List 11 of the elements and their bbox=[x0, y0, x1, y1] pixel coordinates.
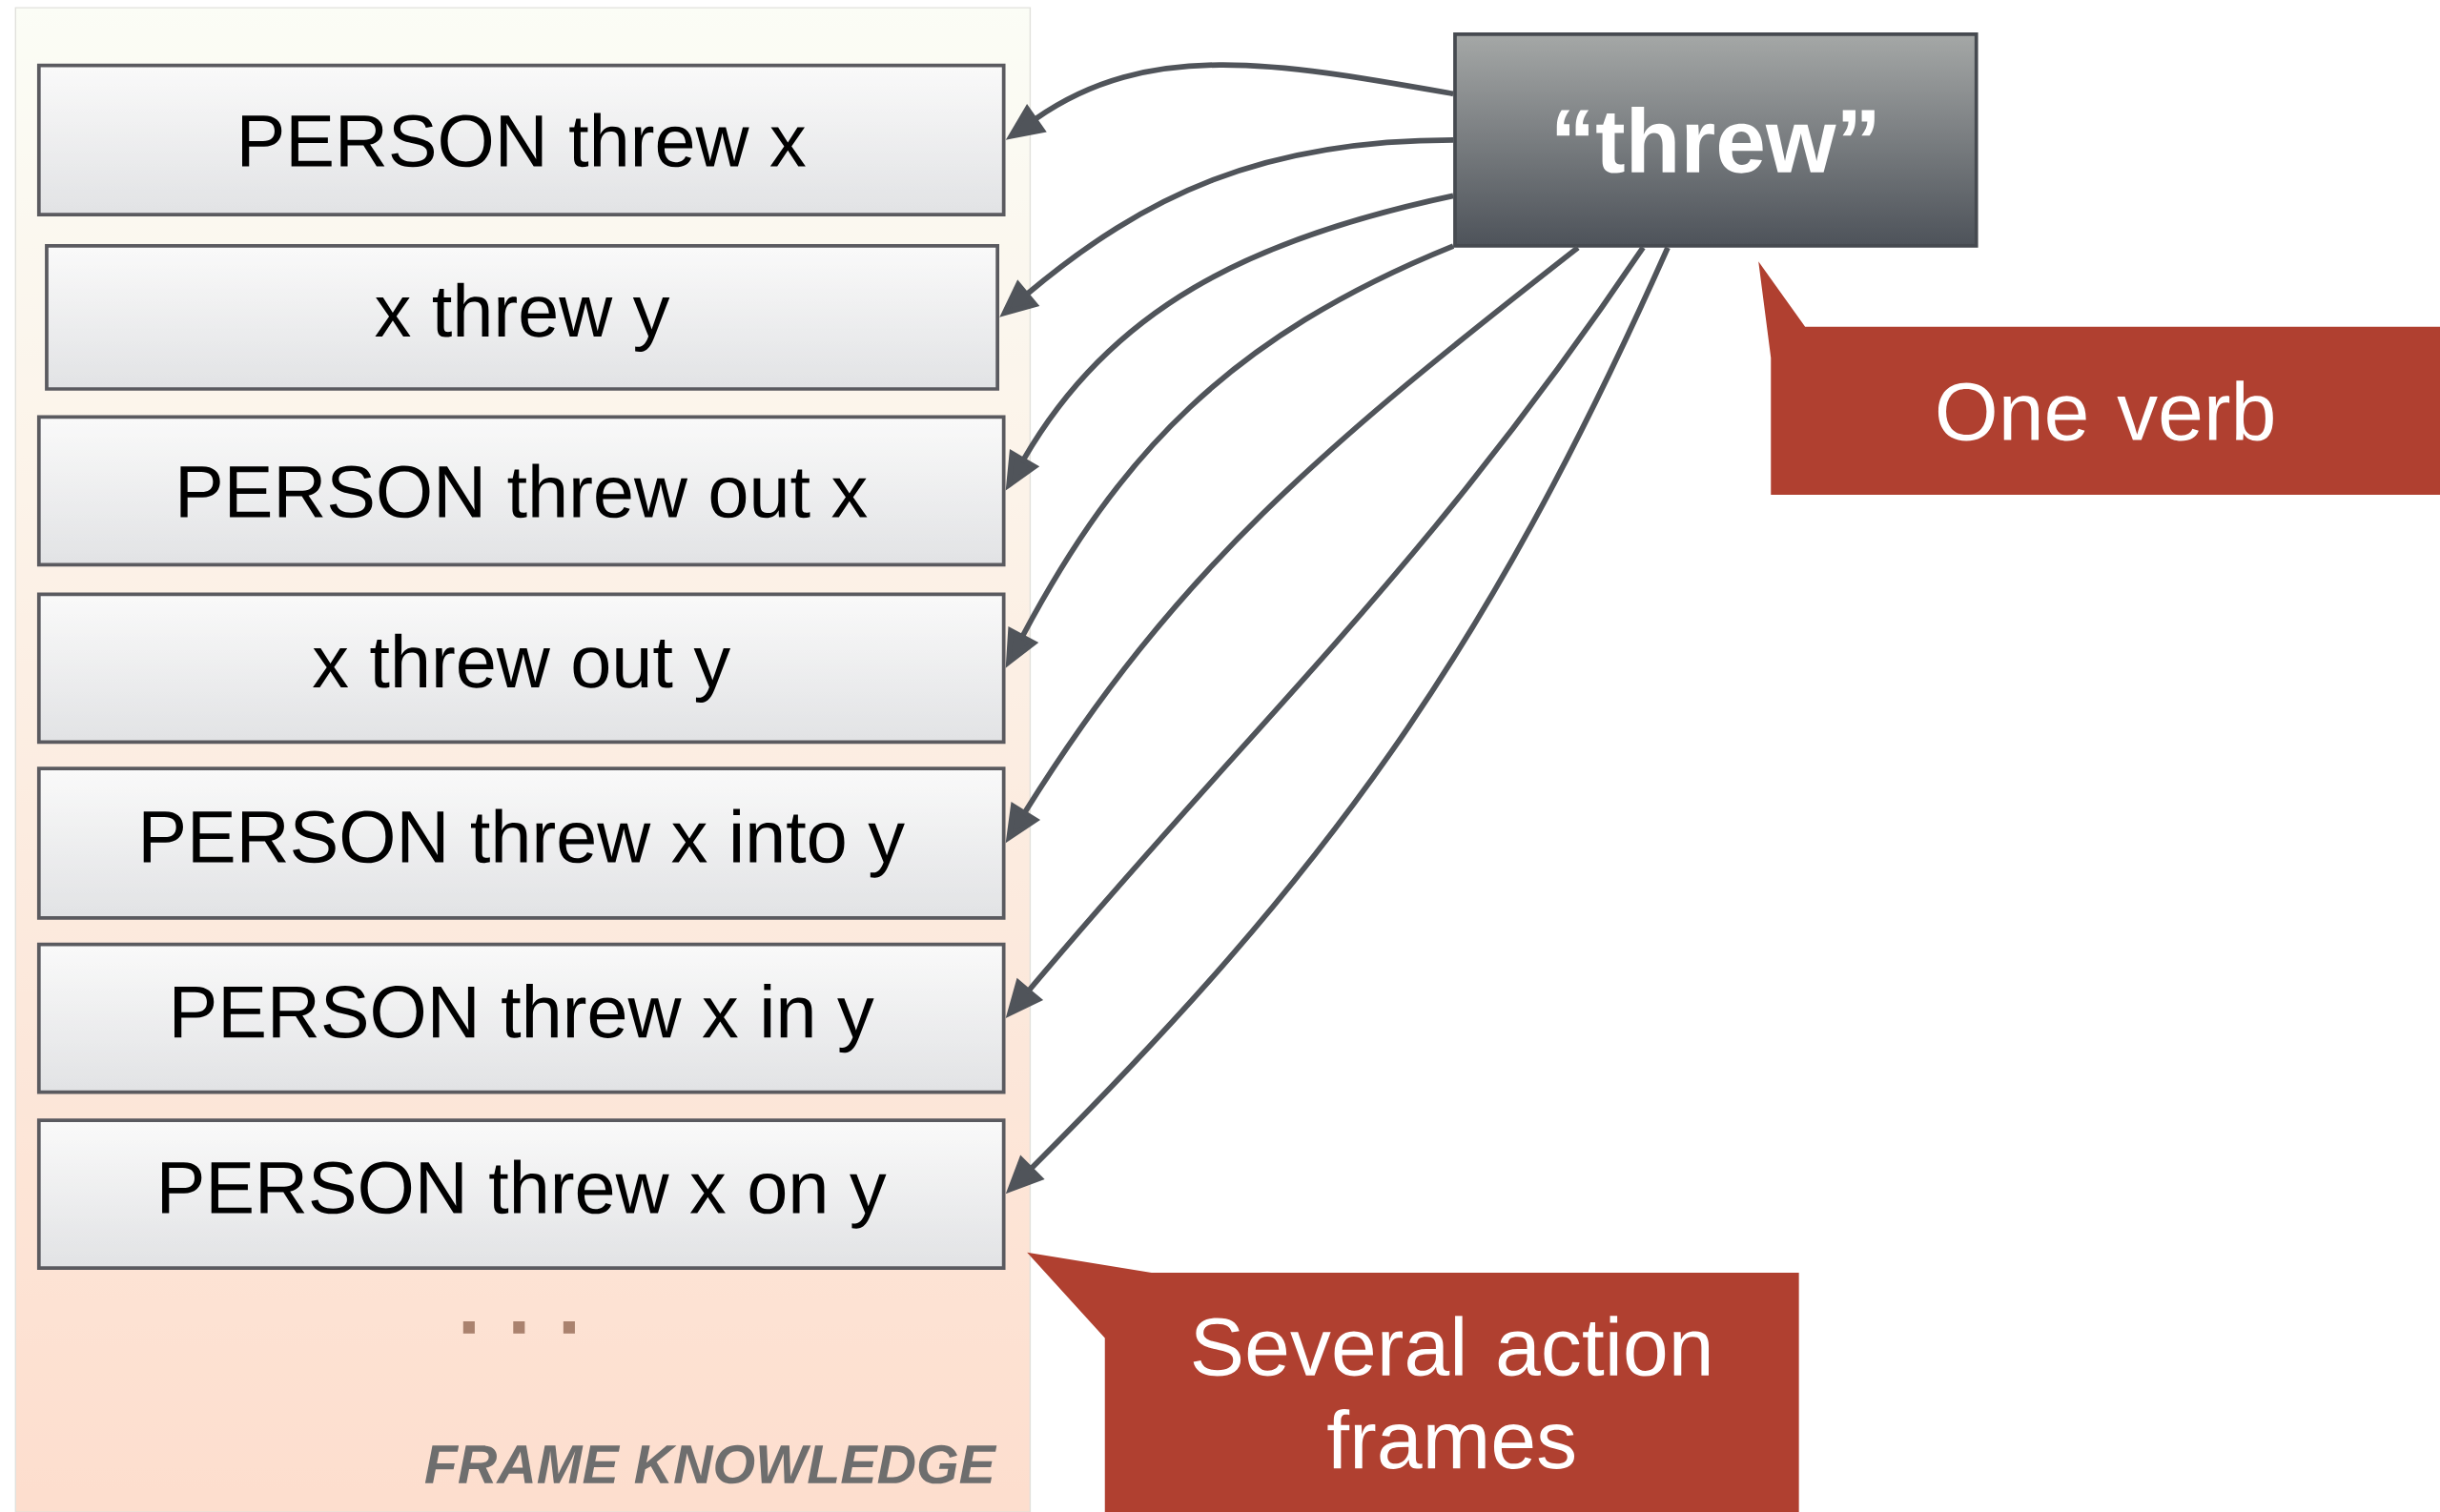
verb-box: “threw” bbox=[1453, 31, 1979, 248]
ellipsis: · · · bbox=[462, 1320, 575, 1334]
frame-box: PERSON threw x on y bbox=[36, 1118, 1006, 1270]
frame-box: PERSON threw x bbox=[36, 63, 1006, 216]
callout: Several action frames bbox=[1027, 1252, 1799, 1512]
frame-box: x threw out y bbox=[36, 592, 1006, 745]
frame-box: PERSON threw out x bbox=[36, 415, 1006, 567]
frame-box: x threw y bbox=[45, 243, 999, 391]
frame-box: PERSON threw x in y bbox=[36, 942, 1006, 1094]
callout: One verb bbox=[1758, 261, 2440, 495]
frame-box: PERSON threw x into y bbox=[36, 766, 1006, 920]
